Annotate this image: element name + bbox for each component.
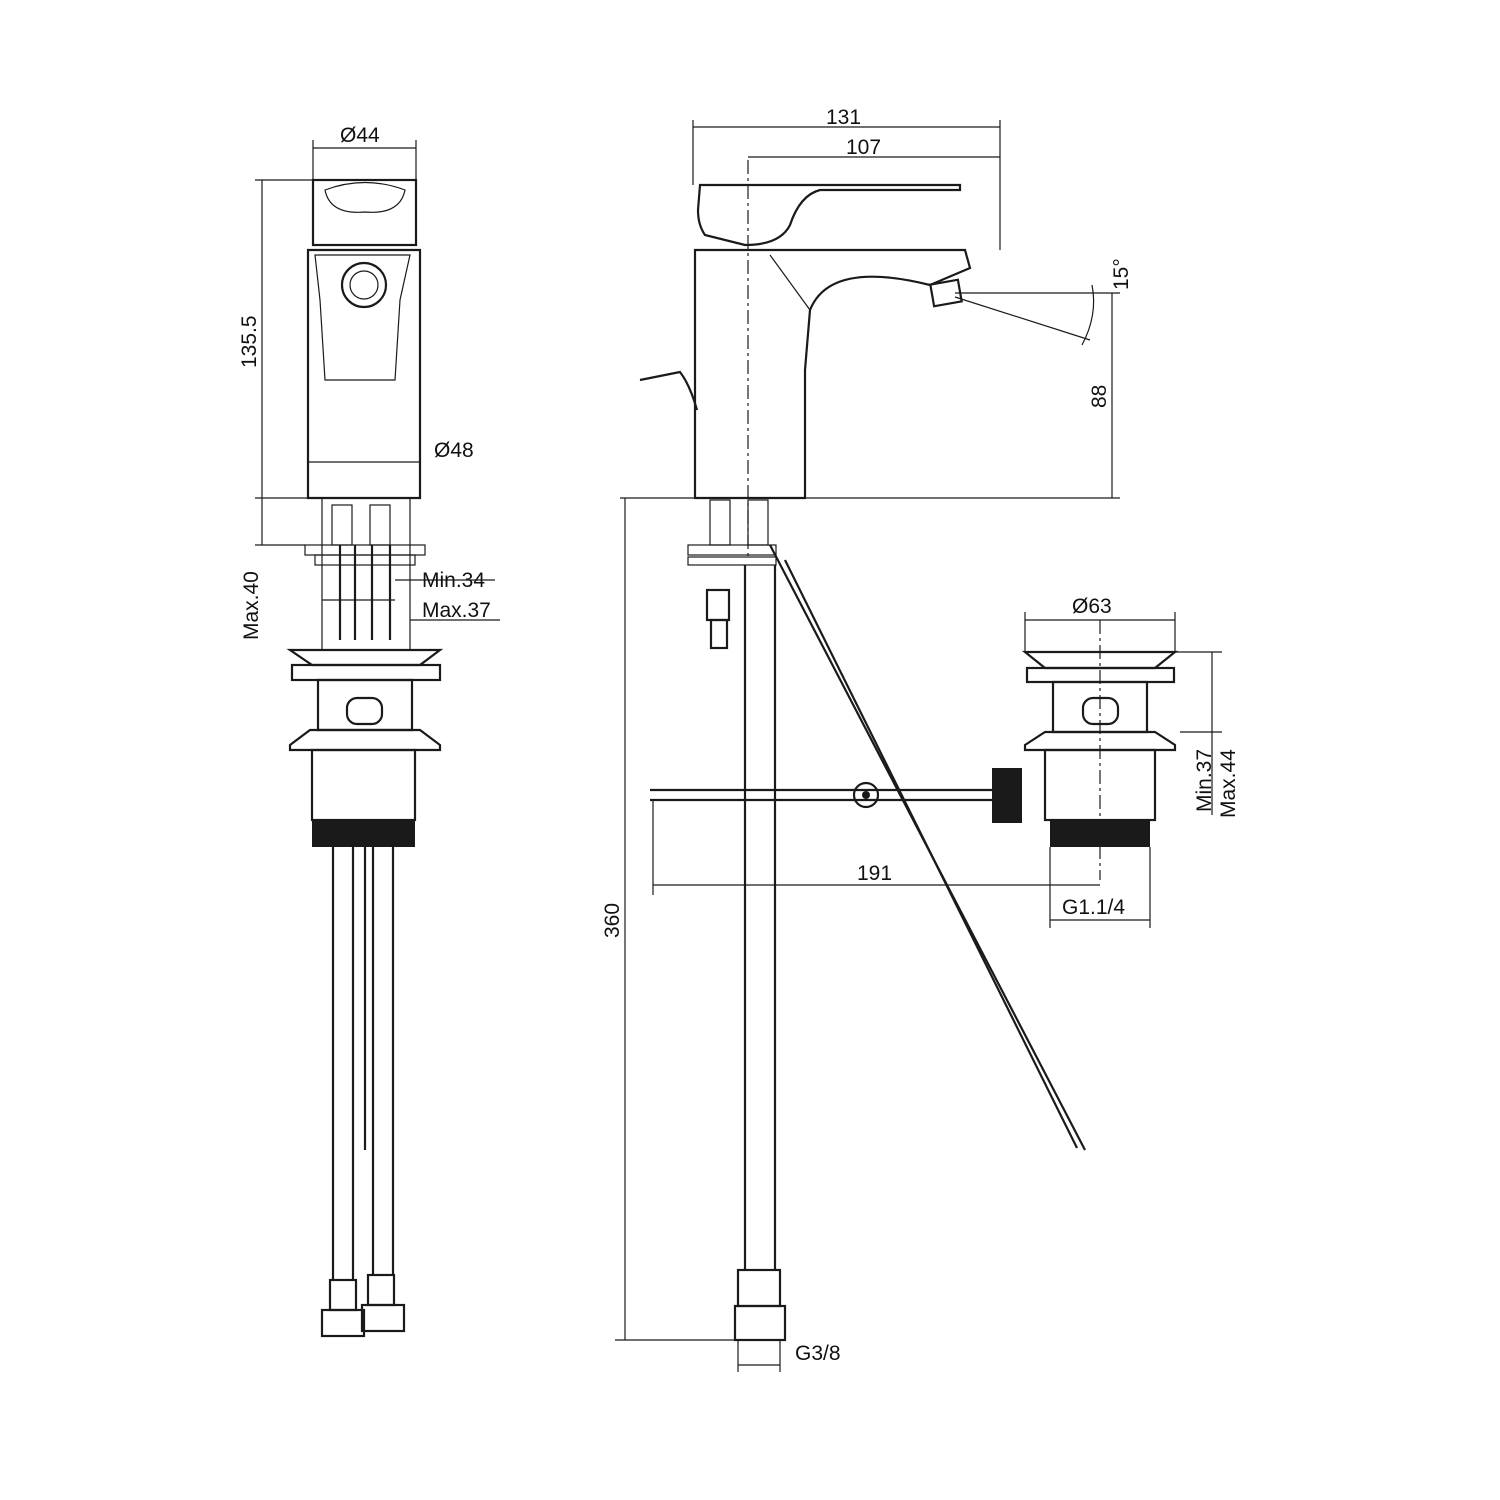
dim-max-37: Max.37 — [422, 599, 491, 622]
front-body — [306, 248, 422, 500]
dim-waste-min: Min.37 — [1193, 749, 1216, 812]
dim-spout-reach: 107 — [846, 136, 881, 159]
dim-max-deck-thickness: Max.40 — [240, 571, 263, 640]
dim-waste-diameter: Ø63 — [1072, 595, 1112, 618]
front-view — [255, 140, 500, 1338]
side-handle — [696, 183, 962, 247]
dim-spout-height: 88 — [1088, 385, 1111, 408]
dim-front-body-diameter: Ø48 — [434, 439, 474, 462]
dim-overall-depth: 131 — [826, 106, 861, 129]
front-waste-thread — [312, 820, 415, 847]
dim-waste-max: Max.44 — [1217, 749, 1240, 818]
side-body — [693, 248, 972, 500]
side-spray-nozzle — [929, 278, 963, 308]
side-view — [615, 120, 1222, 1372]
front-handle — [311, 178, 418, 247]
dim-total-height: 360 — [601, 903, 624, 938]
dim-spray-angle: 15° — [1110, 258, 1133, 290]
dim-hose-thread: G3/8 — [795, 1342, 841, 1365]
dim-rod-length: 191 — [857, 862, 892, 885]
dim-min-34: Min.34 — [422, 569, 485, 592]
dim-waste-thread: G1.1/4 — [1062, 896, 1125, 919]
dim-front-top-diameter: Ø44 — [340, 124, 380, 147]
front-waste-cap — [286, 648, 444, 667]
dim-front-height: 135.5 — [238, 315, 261, 368]
waste-connector — [992, 768, 1022, 823]
pop-up-lever — [639, 370, 699, 411]
spray-head — [340, 261, 388, 309]
